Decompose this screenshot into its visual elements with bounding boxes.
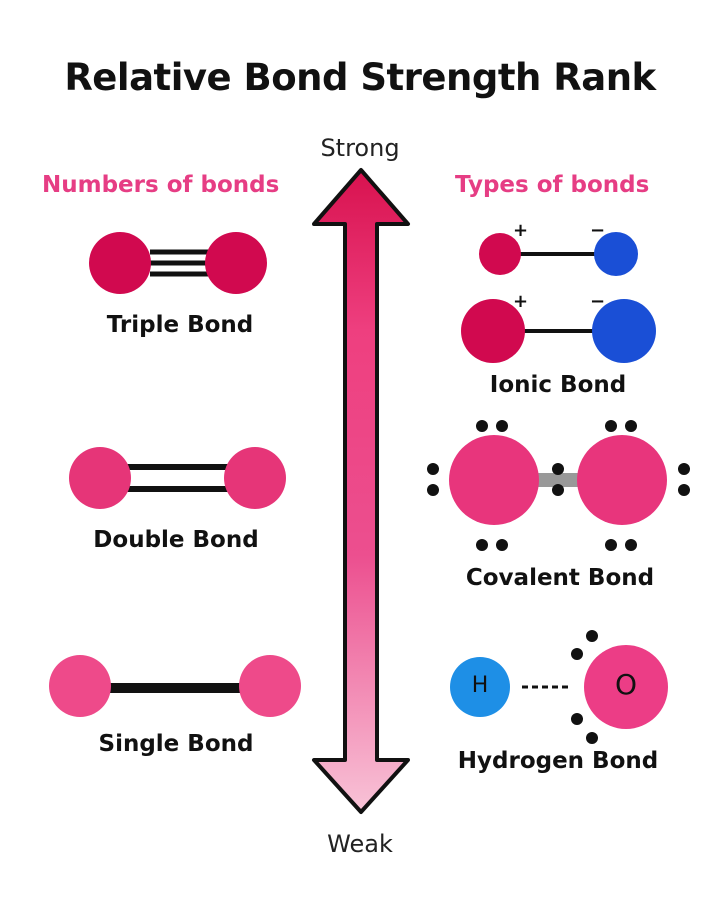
positive-charge-large: + [513, 291, 529, 312]
anion [594, 232, 638, 276]
atom [205, 232, 267, 294]
single-bond-label: Single Bond [98, 731, 254, 757]
strength-arrow [312, 168, 410, 814]
atom [49, 655, 111, 717]
oxygen-atom [584, 645, 668, 729]
strong-label: Strong [320, 134, 400, 162]
electron-dots [427, 420, 690, 551]
double-bond-molecule [69, 447, 286, 509]
page-title: Relative Bond Strength Rank [64, 56, 656, 99]
types-of-bonds-heading: Types of bonds [455, 172, 650, 198]
ionic-bond-large [461, 299, 656, 363]
anion [592, 299, 656, 363]
ionic-bond-label: Ionic Bond [489, 372, 627, 398]
triple-bond-label: Triple Bond [106, 312, 254, 338]
negative-charge-small: − [590, 220, 606, 241]
single-bond-molecule [49, 655, 301, 717]
numbers-of-bonds-heading: Numbers of bonds [42, 172, 280, 198]
atom [89, 232, 151, 294]
atom [239, 655, 301, 717]
lone-pair-dots [571, 630, 598, 744]
hydrogen-bond-molecule [450, 630, 668, 744]
cation [461, 299, 525, 363]
positive-charge-small: + [513, 220, 529, 241]
atom [69, 447, 131, 509]
covalent-bond-label: Covalent Bond [465, 565, 655, 591]
weak-label: Weak [327, 830, 393, 858]
negative-charge-large: − [590, 291, 606, 312]
hydrogen-letter: H [471, 673, 489, 698]
hydrogen-atom [450, 657, 510, 717]
double-bond-label: Double Bond [93, 527, 259, 553]
cation [479, 233, 521, 275]
covalent-bond-molecule [427, 420, 690, 551]
atom [449, 435, 539, 525]
ionic-bond-small [479, 232, 638, 276]
triple-bond-molecule [89, 232, 267, 294]
atom [577, 435, 667, 525]
oxygen-letter: O [614, 668, 638, 701]
atom [224, 447, 286, 509]
hydrogen-bond-label: Hydrogen Bond [457, 748, 659, 774]
